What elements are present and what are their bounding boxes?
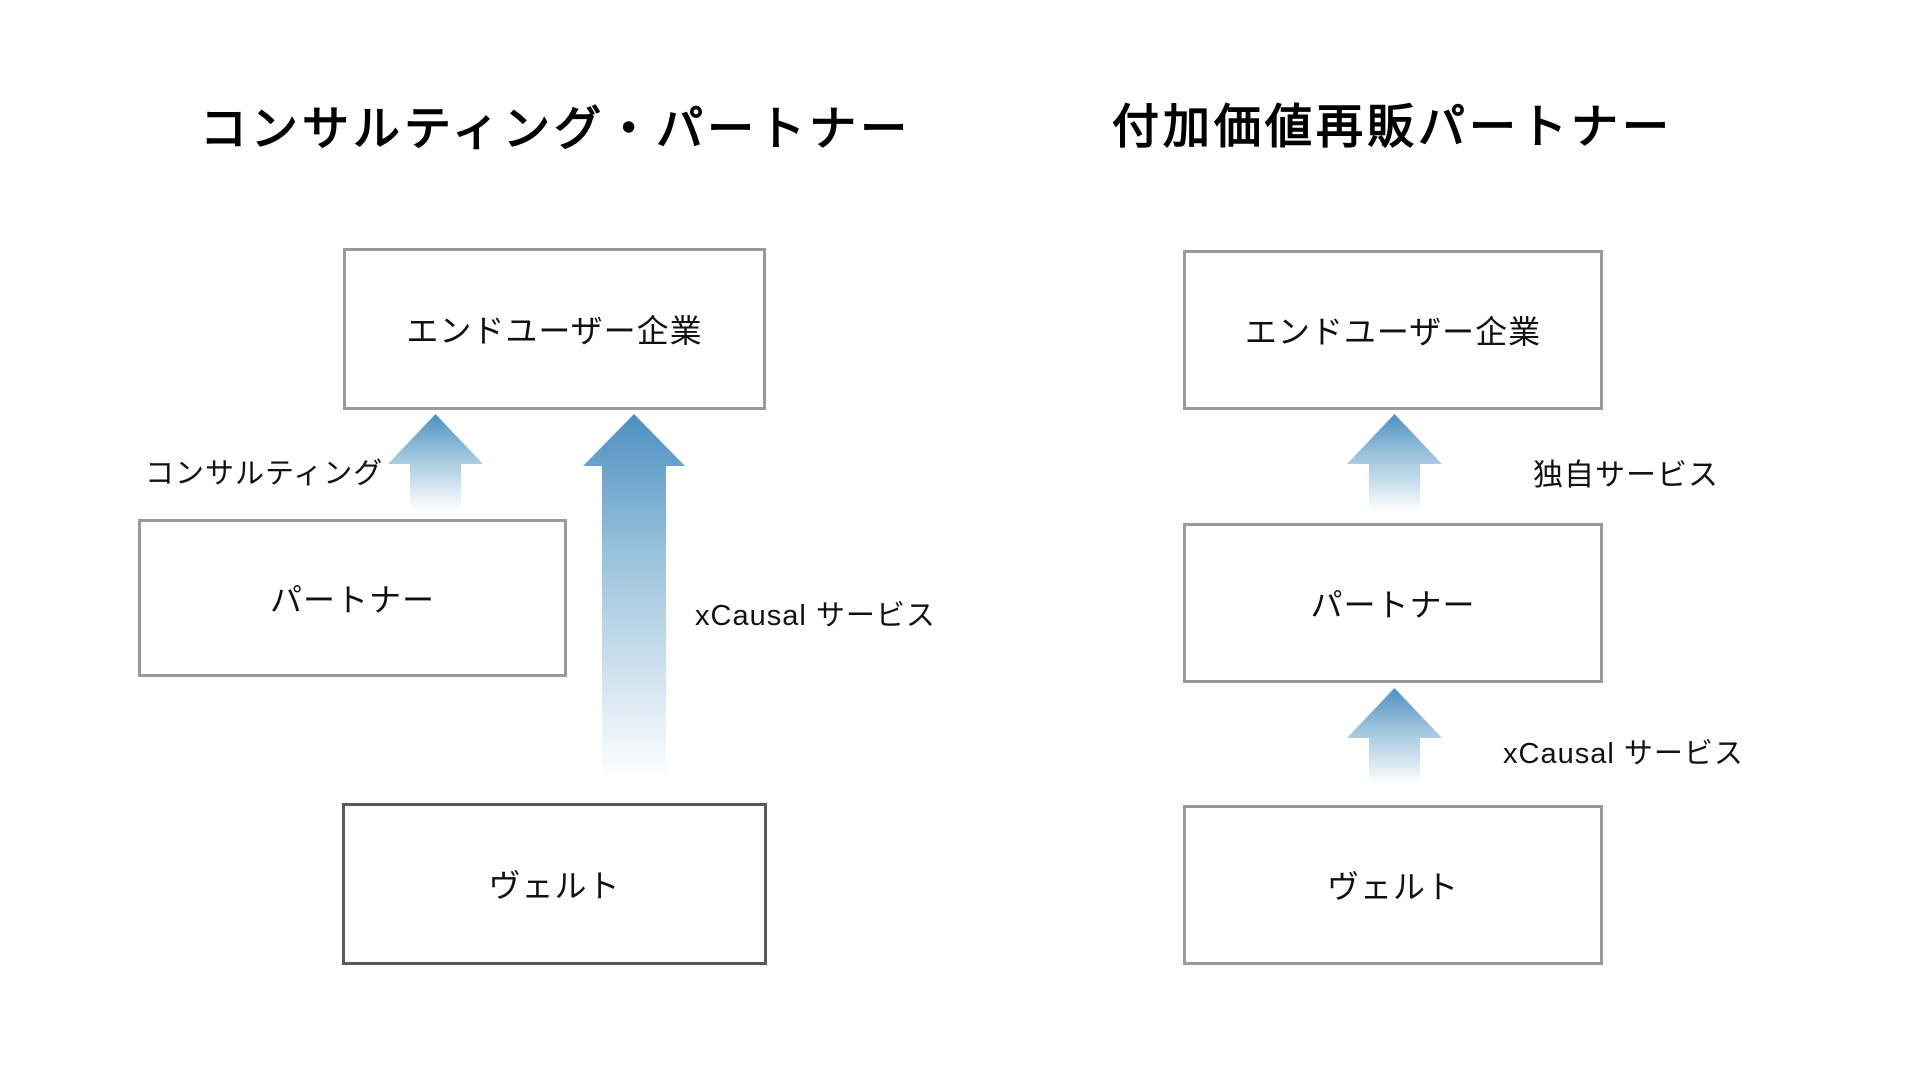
vendor-box-right: ヴェルト bbox=[1183, 805, 1603, 965]
end-user-box-left: エンドユーザー企業 bbox=[343, 248, 766, 410]
own-service-label: 独自サービス bbox=[1533, 459, 1719, 492]
end-user-box-right-label: エンドユーザー企業 bbox=[1244, 314, 1542, 350]
consulting-up-arrow-shape bbox=[388, 414, 483, 511]
partner-box-right: パートナー bbox=[1183, 523, 1603, 683]
vendor-box-right-label: ヴェルト bbox=[1326, 869, 1459, 905]
xcausal-service-label-right: xCausal サービス bbox=[1503, 738, 1744, 770]
consulting-label: コンサルティング bbox=[145, 458, 384, 490]
right-diagram-title: 付加価値再販パートナー bbox=[1112, 100, 1673, 153]
vendor-box-left: ヴェルト bbox=[342, 803, 767, 965]
left-diagram-title: コンサルティング・パートナー bbox=[200, 102, 912, 155]
xcausal-up-arrow-icon-left bbox=[583, 414, 685, 778]
consulting-up-arrow-icon bbox=[388, 414, 483, 511]
end-user-box-left-label: エンドユーザー企業 bbox=[406, 313, 703, 349]
vendor-box-left-label: ヴェルト bbox=[488, 868, 621, 904]
partner-box-left-label: パートナー bbox=[269, 582, 435, 618]
own-service-up-arrow-icon bbox=[1347, 414, 1442, 513]
partner-box-left: パートナー bbox=[138, 519, 567, 677]
xcausal-up-arrow-icon-right bbox=[1347, 688, 1442, 785]
xcausal-up-arrow-shape-left bbox=[583, 414, 685, 778]
xcausal-service-label-left: xCausal サービス bbox=[695, 600, 936, 632]
end-user-box-right: エンドユーザー企業 bbox=[1183, 250, 1603, 410]
xcausal-up-arrow-shape-right bbox=[1347, 688, 1442, 785]
own-service-up-arrow-shape bbox=[1347, 414, 1442, 513]
partner-box-right-label: パートナー bbox=[1310, 587, 1476, 623]
